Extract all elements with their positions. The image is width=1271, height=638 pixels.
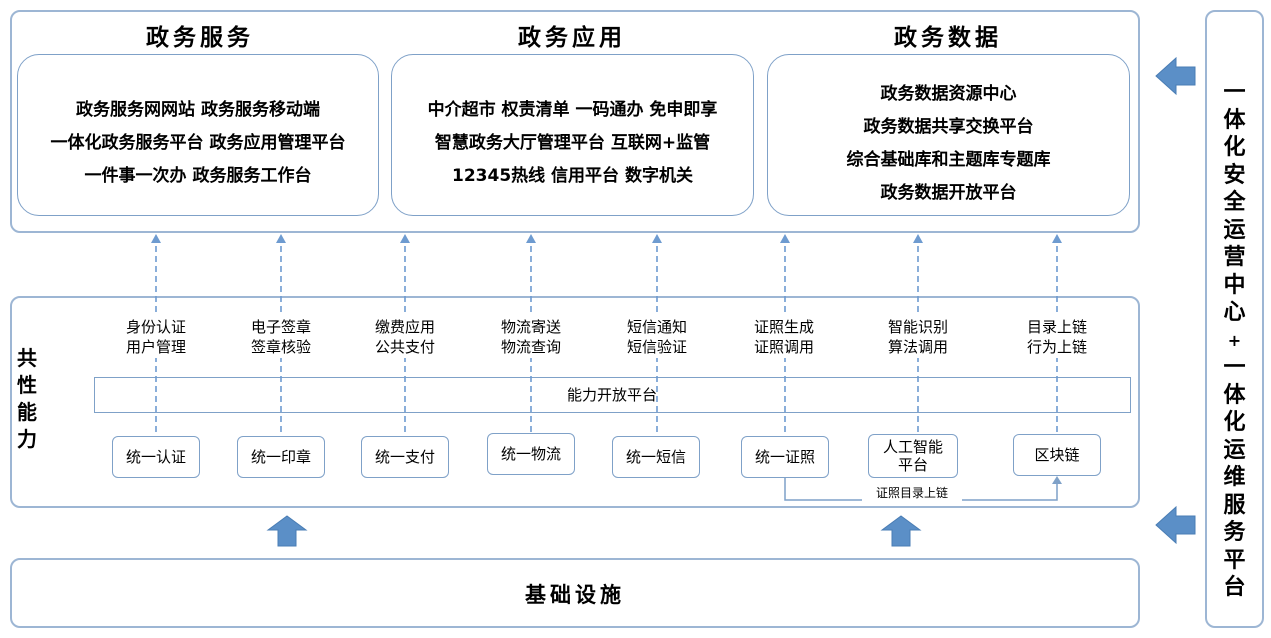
data-line: 政务数据开放平台	[880, 183, 1017, 203]
left-block-arrow	[1155, 505, 1196, 545]
common-capabilities-label: 共性能力	[17, 346, 37, 451]
unit-box: 统一支付	[361, 436, 449, 478]
dashed-arrowhead	[780, 234, 790, 243]
capability-platform-bar	[94, 377, 1131, 413]
services-line: 一体化政务服务平台 政务应用管理平台	[50, 133, 346, 153]
services-line: 一件事一次办 政务服务工作台	[84, 166, 312, 186]
dashed-arrowhead	[913, 234, 923, 243]
data-line: 政务数据资源中心	[880, 84, 1017, 104]
up-block-arrow	[266, 515, 308, 547]
capability-caption: 缴费应用公共支付	[374, 318, 435, 356]
applications-panel	[391, 54, 754, 216]
side-panel-label: 一体化安全运营中心+一体化运维服务平台	[1223, 80, 1246, 600]
infrastructure-frame	[10, 558, 1140, 628]
data-line: 综合基础库和主题库专题库	[846, 150, 1051, 170]
capability-caption: 物流寄送物流查询	[500, 318, 561, 356]
data-line: 政务数据共享交换平台	[863, 117, 1034, 137]
applications-line: 智慧政务大厅管理平台 互联网+监管	[434, 133, 711, 153]
capability-caption: 身份认证用户管理	[125, 318, 186, 356]
applications-line: 12345热线 信用平台 数字机关	[452, 166, 693, 186]
unit-box: 区块链	[1013, 434, 1101, 476]
capability-caption: 智能识别算法调用	[887, 318, 948, 356]
unit-box: 人工智能平台	[868, 434, 958, 478]
capability-caption: 短信通知短信验证	[626, 318, 687, 356]
capability-caption: 证照生成证照调用	[753, 318, 814, 356]
dashed-arrowhead	[652, 234, 662, 243]
left-block-arrow	[1155, 56, 1196, 96]
services-panel	[17, 54, 379, 216]
unit-box: 统一认证	[112, 436, 200, 478]
capability-caption: 电子签章签章核验	[250, 318, 311, 356]
unit-box: 统一短信	[612, 436, 700, 478]
side-panel-frame	[1205, 10, 1264, 628]
capability-caption: 目录上链行为上链	[1026, 318, 1087, 356]
services-title: 政务服务	[146, 25, 254, 51]
up-block-arrow	[880, 515, 922, 547]
link-label: 证照目录上链	[862, 485, 962, 501]
data-panel	[767, 54, 1130, 216]
applications-line: 中介超市 权责清单 一码通办 免申即享	[427, 100, 718, 120]
data-title: 政务数据	[894, 25, 1002, 51]
unit-box: 统一证照	[741, 436, 829, 478]
link-arrowhead	[1052, 476, 1062, 484]
dashed-arrowhead	[400, 234, 410, 243]
services-line: 政务服务网网站 政务服务移动端	[76, 100, 320, 120]
dashed-arrowhead	[1052, 234, 1062, 243]
dashed-arrowhead	[151, 234, 161, 243]
capability-platform-label: 能力开放平台	[566, 386, 657, 404]
unit-box: 统一印章	[237, 436, 325, 478]
infrastructure-label: 基础设施	[525, 583, 625, 607]
dashed-arrowhead	[526, 234, 536, 243]
applications-title: 政务应用	[518, 25, 626, 51]
dashed-arrowhead	[276, 234, 286, 243]
unit-box: 统一物流	[487, 433, 575, 475]
